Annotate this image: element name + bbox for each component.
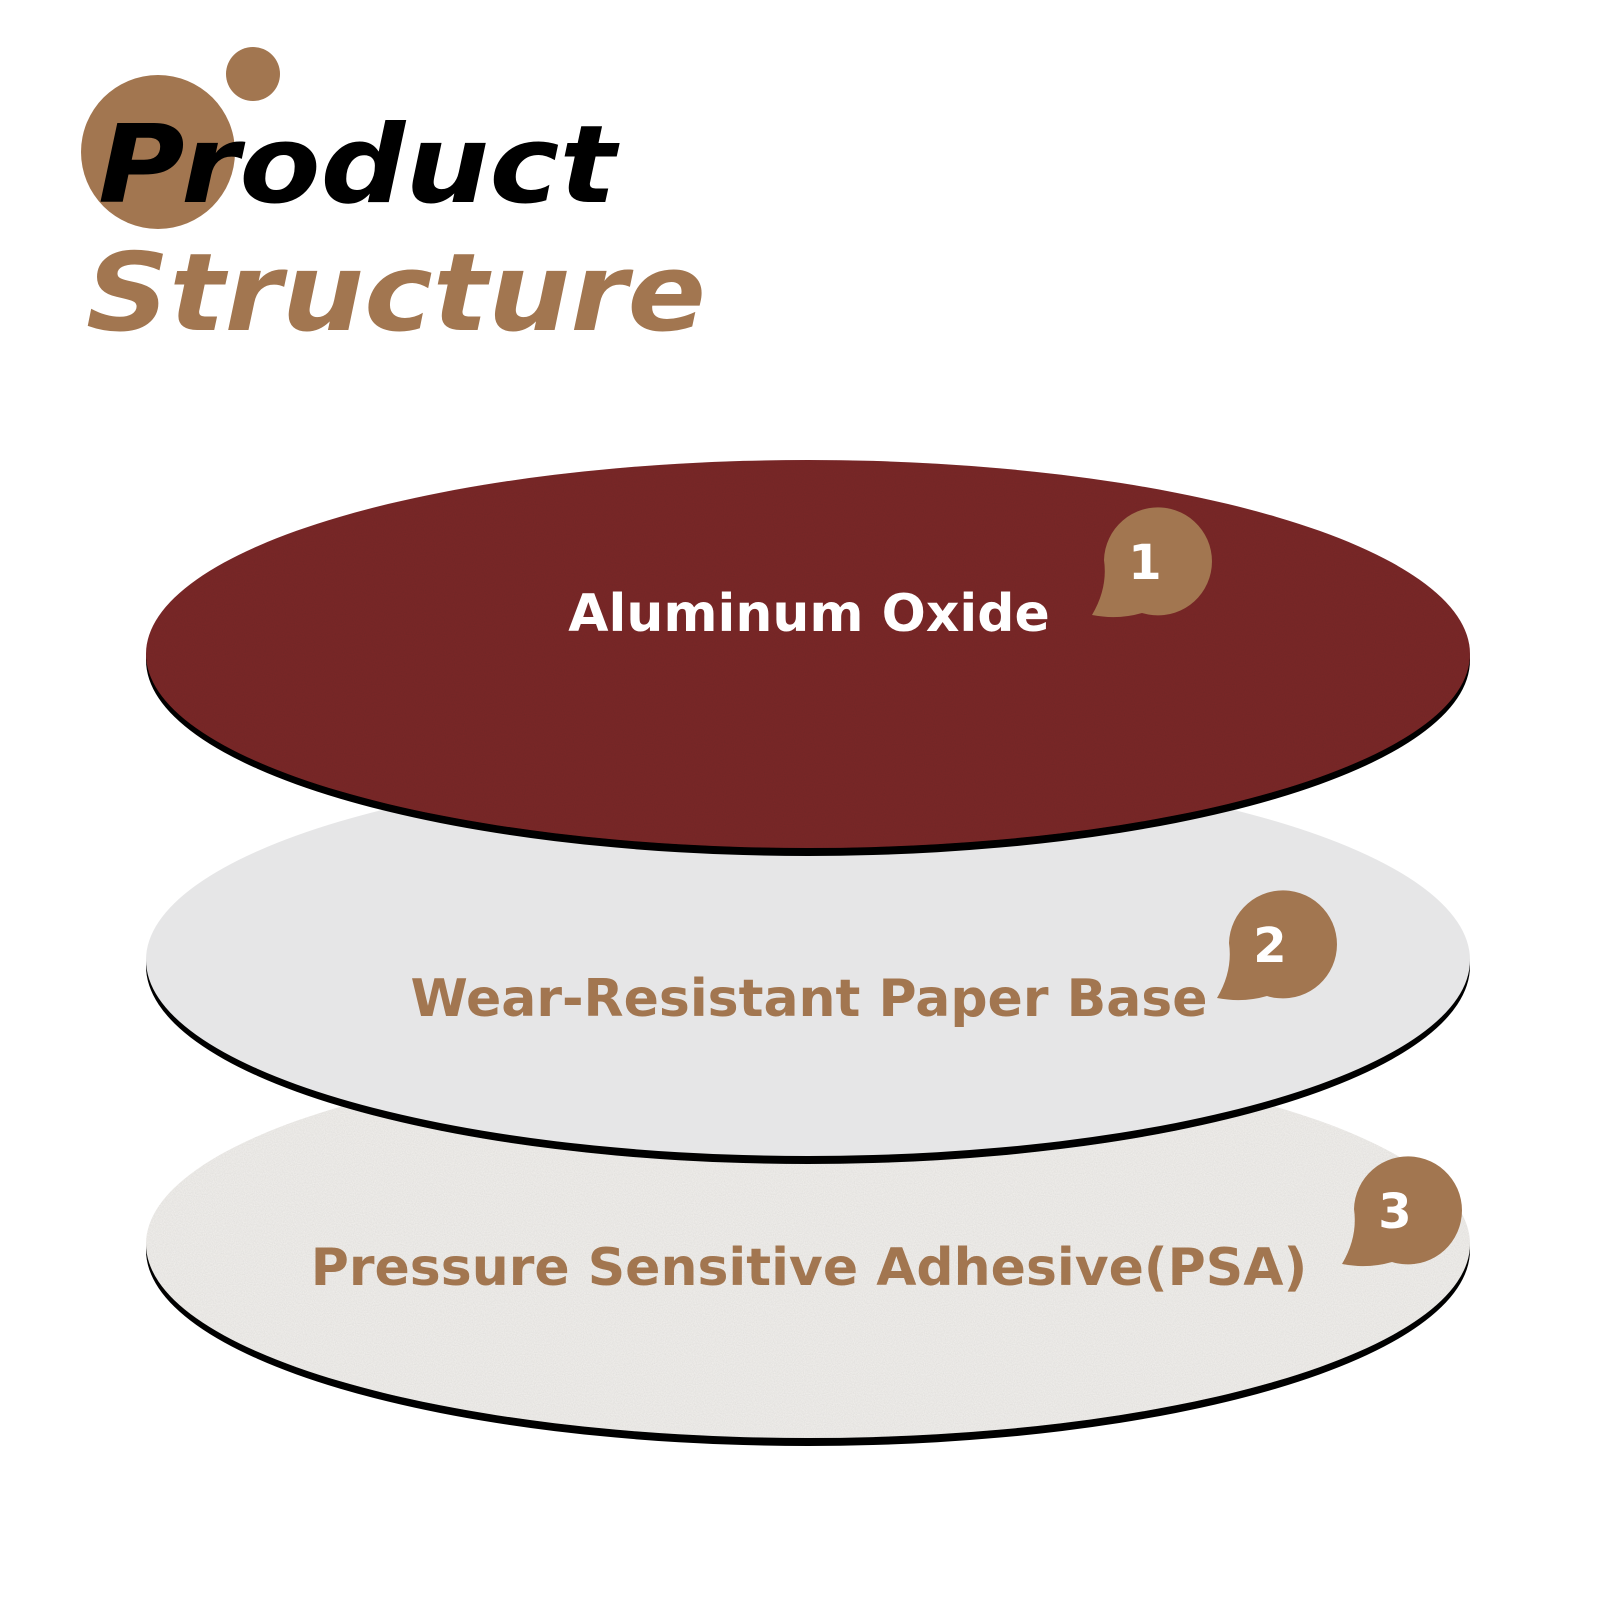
badge-1-shape: [1092, 507, 1212, 618]
badge-1: 1: [1092, 507, 1212, 618]
badge-2: 2: [1217, 890, 1337, 1001]
title-small-circle: [226, 47, 280, 101]
title-line-1: Product: [98, 103, 620, 228]
layer-1-label: Aluminum Oxide: [568, 584, 1049, 644]
layer-2-label: Wear-Resistant Paper Base: [410, 969, 1207, 1029]
badge-3-shape: [1342, 1156, 1462, 1267]
layer-2: [146, 764, 1470, 1164]
layer-3-disc: [146, 1050, 1470, 1438]
layer-1: [146, 460, 1470, 856]
layer-3-label: Pressure Sensitive Adhesive(PSA): [311, 1238, 1307, 1298]
layer-3: [146, 1050, 1470, 1446]
layer-1-disc: [146, 460, 1470, 848]
title-decoration: [81, 47, 280, 229]
badge-2-shape: [1217, 890, 1337, 1001]
badge-1-number: 1: [1128, 535, 1161, 591]
title-line-2: Structure: [86, 231, 706, 356]
badge-3-number: 3: [1378, 1184, 1411, 1240]
badge-3: 3: [1342, 1156, 1462, 1267]
badge-2-number: 2: [1253, 918, 1286, 974]
layer-2-disc: [146, 764, 1470, 1156]
title-big-circle: [81, 75, 235, 229]
